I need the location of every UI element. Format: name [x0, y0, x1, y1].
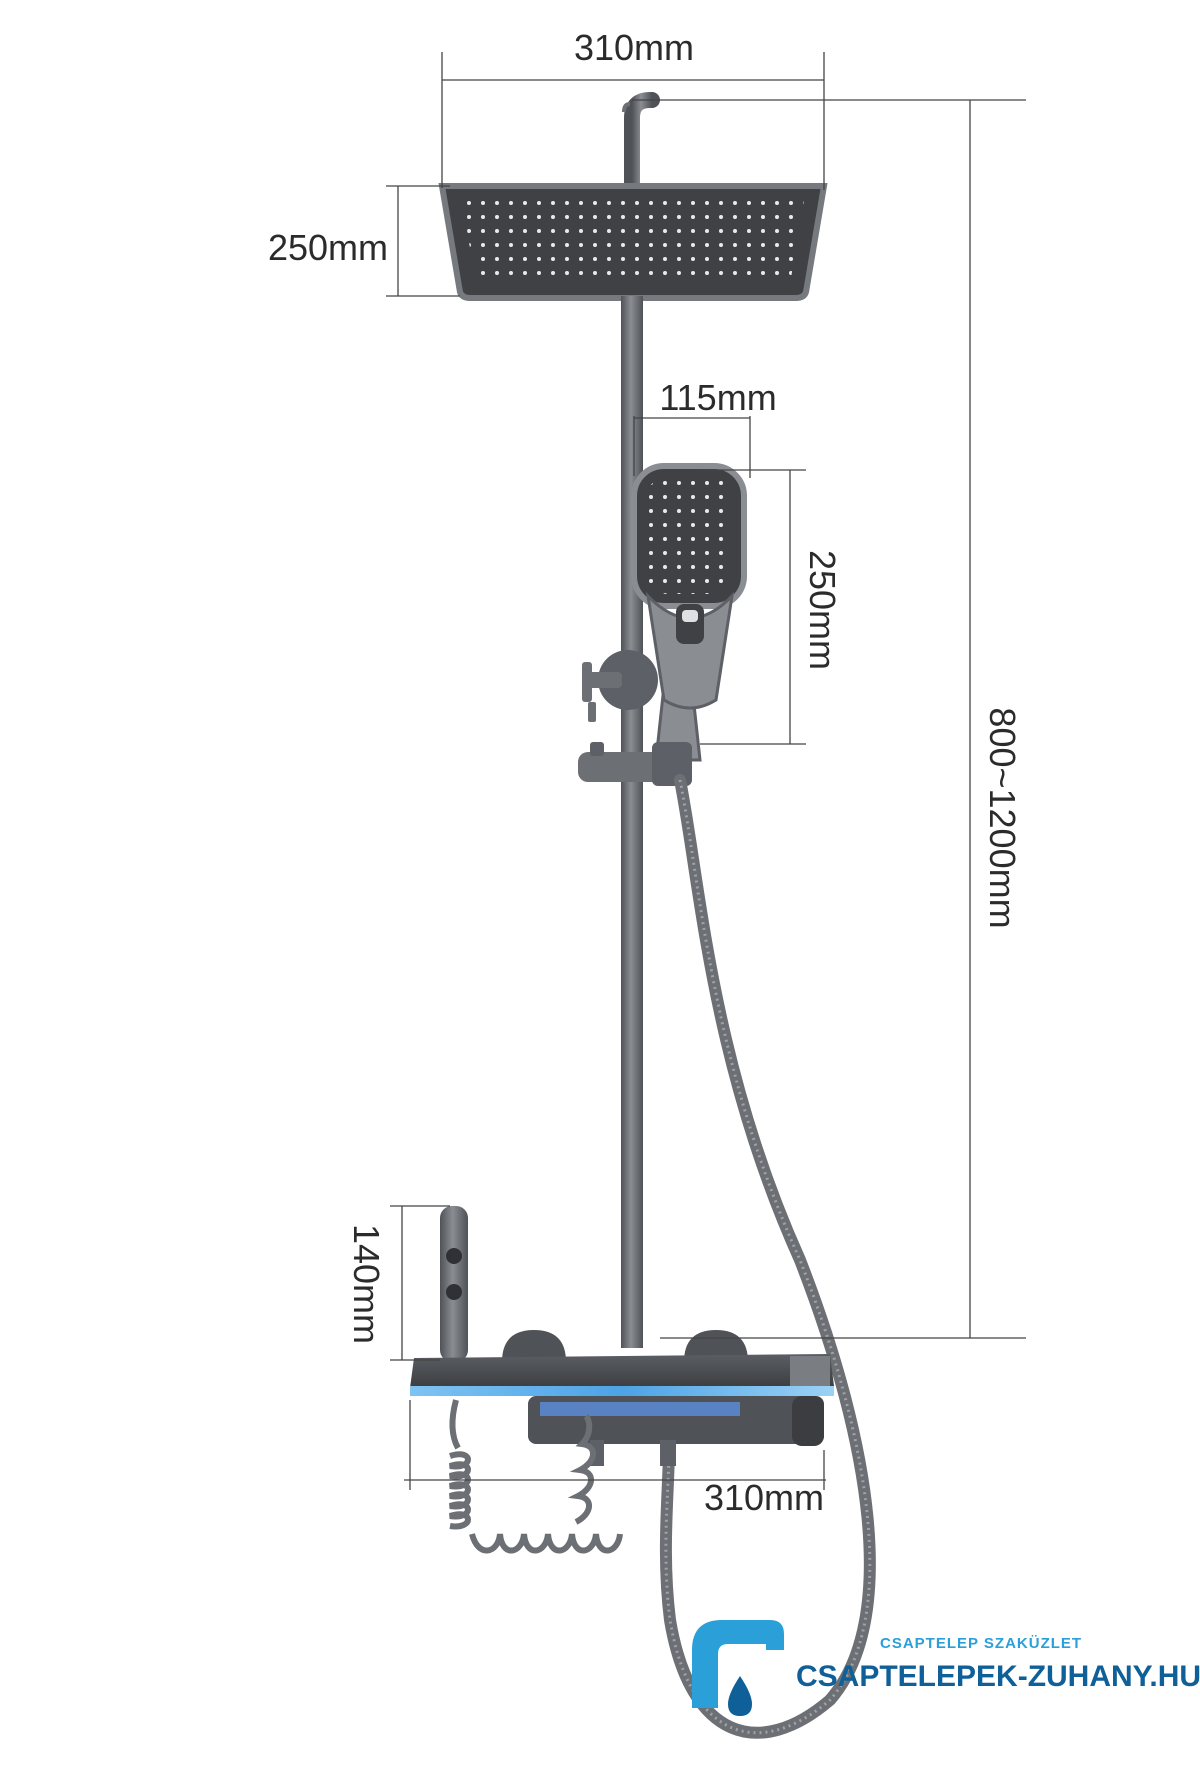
brand-tagline: CSAPTELEP SZAKÜZLET [880, 1635, 1082, 1652]
coiled-bidet-hose [449, 1399, 623, 1554]
shower-hose [659, 774, 876, 1739]
rain-head-width-label: 310mm [574, 27, 694, 68]
left-control-handle [502, 1330, 566, 1362]
shower-rail [621, 296, 643, 1348]
hand-shower-length-label: 250mm [802, 550, 843, 670]
shelf-width-label: 310mm [704, 1477, 824, 1518]
hand-shower [631, 463, 747, 762]
rail-height-label: 800~1200mm [982, 707, 1023, 928]
hand-shower-width-label: 115mm [659, 377, 776, 418]
bidet-spout [440, 1206, 468, 1362]
rain-head-depth-label: 250mm [268, 227, 388, 268]
spout-height-label: 140mm [346, 1224, 387, 1344]
brand-logo: CSAPTELEP SZAKÜZLET CSAPTELEPEK-ZUHANY.H… [692, 1620, 1200, 1716]
faucet-drop-icon [692, 1620, 784, 1716]
rain-shower-head [438, 183, 828, 301]
brand-name: CSAPTELEPEK-ZUHANY.HU [796, 1660, 1200, 1693]
dimension-lines [386, 52, 1026, 1490]
rail-diverter-valve [582, 650, 658, 722]
thermostatic-shelf [410, 1354, 834, 1466]
